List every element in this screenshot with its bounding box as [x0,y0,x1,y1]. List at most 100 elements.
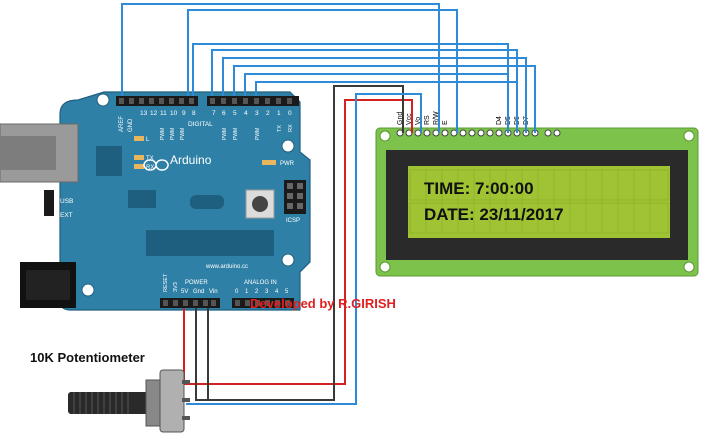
analog-pin-1: 1 [245,289,249,295]
lcd-line-1: TIME: 7:00:00 [424,179,534,198]
lcd-pin-gnd: Gnd [397,112,404,125]
digital-pin-2: 2 [266,110,270,117]
digital-pin-7: 7 [212,110,216,117]
wire-vo-blue [186,93,422,405]
lcd-pin-rs: RS [424,115,431,125]
led-pwr-label: PWR [280,161,295,167]
led-pwr [262,160,276,165]
wire-d5 [211,49,518,133]
power-pin-gnd: Gnd [193,289,204,295]
lcd-char-grid [409,169,669,234]
pot-shaft [68,392,150,414]
lcd-screen [408,166,670,238]
wire-d4 [192,43,509,133]
usb-label: USB [60,198,73,205]
power-pin-vin: Vin [209,289,218,295]
digital-pin-6: 6 [222,110,226,117]
digital-pin-3: 3 [255,110,259,117]
data-wires [121,3,536,133]
analog-in-label: ANALOG IN [244,280,277,286]
power-label: POWER [185,280,208,286]
pot-pin [182,398,190,402]
power-header [160,298,220,308]
reset-label: RESET [163,273,169,292]
lcd-pin-vo: Vo [415,117,422,125]
pwm-label-9: PWM [180,128,186,140]
credit-label: Developed by R.GIRISH [250,296,396,311]
wire-d6 [222,57,527,133]
usb-jack-inner [0,136,56,170]
data-wires-extra [244,73,517,96]
analog-pin-5: 5 [285,289,289,295]
lcd-line-2: DATE: 23/11/2017 [424,205,564,224]
aref-label: AREF [119,116,125,132]
led-tx [134,155,144,160]
tx-pin-label: TX [277,125,283,132]
digital-pin-0: 0 [288,110,292,117]
wire-d4-b [244,73,508,96]
lcd-bl-pin [544,129,552,137]
lcd-module: TIME: 7:00:00 DATE: 23/11/2017 Gnd Vcc V… [375,111,699,277]
led-l-label: L [146,137,150,143]
wire-e [187,9,458,133]
lcd-pin-rw: R/W [433,111,440,125]
wire-d5-b [255,81,517,96]
potentiometer [68,369,190,433]
lcd-pin-d4: D4 [496,116,503,125]
pwm-label-11: PWM [160,128,166,140]
led-rx-label: RX [146,165,154,171]
lcd-pin-vcc: Vcc [406,113,413,125]
ext-label: EXT [60,212,73,219]
analog-pin-2: 2 [255,289,259,295]
digital-pin-10: 10 [170,110,178,117]
led-l [134,136,144,141]
arduino-logo-icon [143,159,169,171]
lcd-mount-hole [683,130,695,142]
gnd-label: GND [128,118,134,132]
pwm-label-3: PWM [255,128,261,140]
wire-d7 [233,65,536,133]
reset-button-cap [252,196,268,212]
digital-pin-4: 4 [244,110,248,117]
pwm-label-10: PWM [170,128,176,140]
digital-pin-11: 11 [160,110,167,117]
analog-pin-4: 4 [275,289,279,295]
lcd-mount-hole [683,261,695,273]
power-jack-inner [26,270,70,300]
arduino-board: AREF GND 13 12 11 10 9 8 PWM PWM PWM DIG… [0,91,311,311]
lcd-bl-pin [553,129,561,137]
arduino-brand: Arduino [170,153,212,167]
board-mount-hole [81,283,95,297]
digital-header-a [116,96,198,106]
atmega-chip [146,230,274,256]
pwr-sel-label: PWR SEL [37,196,43,224]
digital-pin-1: 1 [277,110,281,117]
v33-label: 3V3 [173,282,179,292]
arduino-url: www.arduino.cc [205,264,248,270]
pwr-sel-jumper [44,190,54,216]
digital-pin-8: 8 [192,110,196,117]
pot-label: 10K Potentiometer [30,350,145,365]
digital-pin-5: 5 [233,110,237,117]
digital-pin-12: 12 [150,110,158,117]
pwm-label-5: PWM [233,128,239,140]
analog-pin-0: 0 [235,289,239,295]
board-mount-hole [96,93,110,107]
pwm-label-6: PWM [222,128,228,140]
voltage-regulator [128,190,156,208]
icsp-label: ICSP [286,218,300,224]
led-tx-label: TX [146,156,154,162]
board-mount-hole [281,253,295,267]
pot-pin [182,416,190,420]
rx-pin-label: RX [288,124,294,132]
pot-pin [182,380,190,384]
lcd-pin-e: E [442,120,449,125]
wire-rs [121,3,440,133]
digital-pin-9: 9 [182,110,186,117]
digital-header-b [207,96,299,106]
board-mount-hole [281,139,295,153]
digital-label: DIGITAL [188,121,213,128]
led-rx [134,164,144,169]
power-pin-5v: 5V [181,289,188,295]
